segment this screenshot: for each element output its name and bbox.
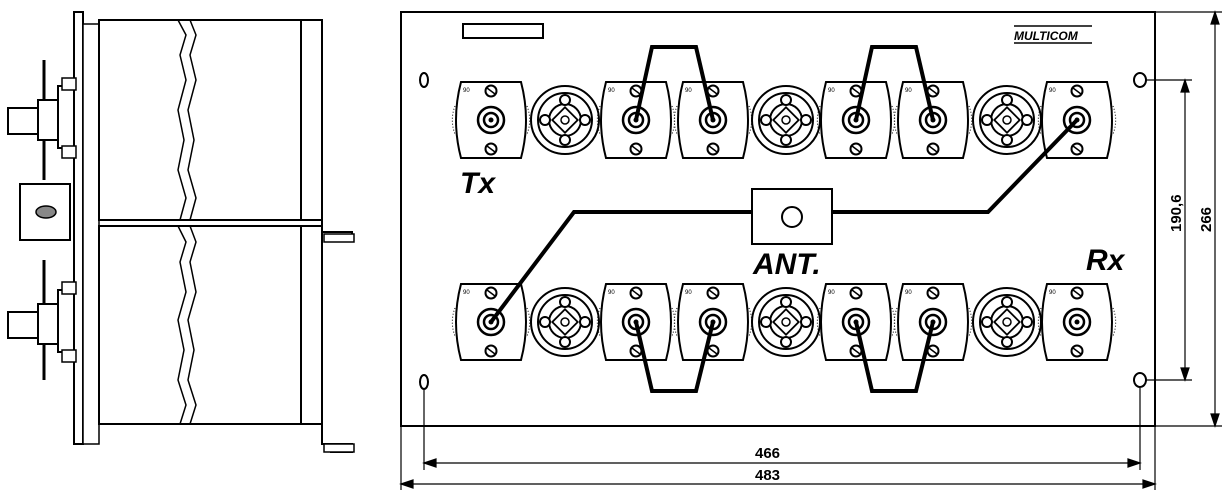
dimension-lines bbox=[399, 10, 1222, 490]
coupling-loop bbox=[972, 287, 1042, 357]
coupling-loop bbox=[751, 85, 821, 155]
tuned-cavity bbox=[451, 80, 531, 160]
cable-ant-tx bbox=[489, 210, 752, 324]
antenna-junction bbox=[489, 118, 1079, 324]
brand-logo: MULTICOM bbox=[1014, 25, 1092, 44]
tx-label: Tx bbox=[460, 167, 496, 200]
front-view: MULTICOM bbox=[400, 11, 1156, 427]
mounting-hole bbox=[1133, 72, 1147, 88]
dim-466-text: 466 bbox=[755, 445, 780, 462]
dim-266-text: 266 bbox=[1198, 207, 1215, 232]
cable-ant-rx bbox=[832, 118, 1079, 214]
coupling-loop bbox=[972, 85, 1042, 155]
side-view bbox=[7, 11, 355, 453]
dim-483-text: 483 bbox=[755, 467, 780, 484]
brand-text: MULTICOM bbox=[1014, 29, 1079, 43]
coupling-loop bbox=[530, 85, 600, 155]
mounting-hole bbox=[419, 72, 429, 88]
coupling-loop bbox=[530, 287, 600, 357]
coupling-loop bbox=[751, 287, 821, 357]
tuned-cavity bbox=[1037, 282, 1117, 362]
cable-top-2 bbox=[854, 45, 935, 121]
cavity-row-bottom bbox=[451, 282, 1117, 362]
cable-top-1 bbox=[634, 45, 715, 121]
cavity-row-top bbox=[451, 80, 1117, 160]
dim-190-text: 190,6 bbox=[1168, 194, 1185, 232]
mounting-hole bbox=[419, 374, 429, 390]
ant-label: ANT. bbox=[752, 248, 821, 281]
handle-slot bbox=[462, 23, 544, 39]
inter-cavity-cables bbox=[634, 45, 935, 393]
antenna-port bbox=[781, 206, 803, 228]
cable-bottom-1 bbox=[634, 321, 715, 393]
rx-label: Rx bbox=[1086, 244, 1126, 277]
cable-bottom-2 bbox=[854, 321, 935, 393]
mounting-hole bbox=[1133, 372, 1147, 388]
